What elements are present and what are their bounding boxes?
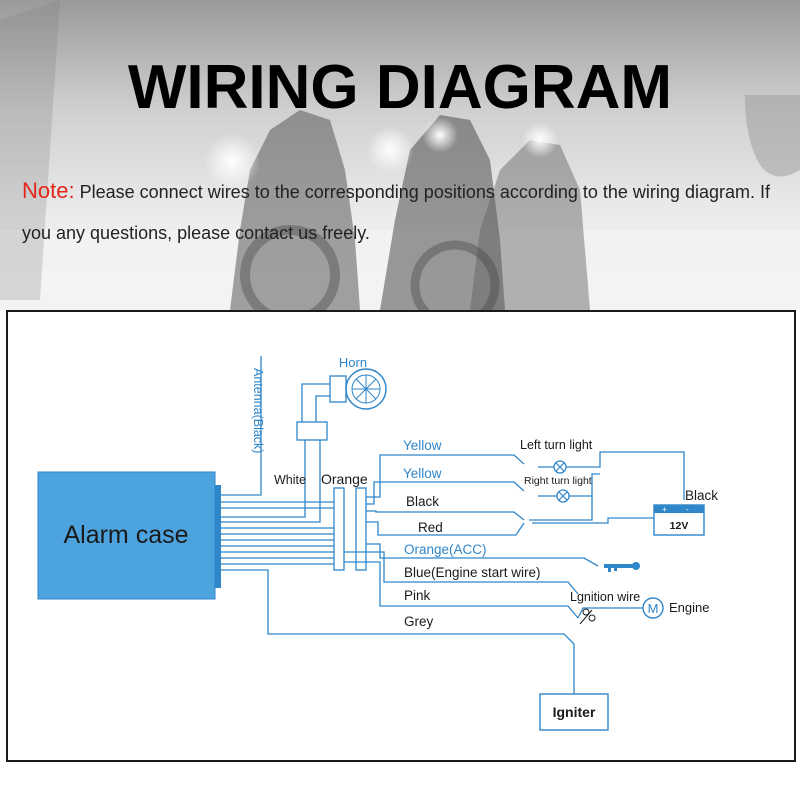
- note-label: Note:: [22, 178, 75, 203]
- svg-text:-: -: [686, 505, 689, 514]
- horn-icon: [329, 368, 387, 410]
- wiring-diagram-frame: Alarm case Antenna(Black) Horn White Ora…: [6, 310, 796, 762]
- wire-pink: [344, 561, 579, 619]
- horn-label: Horn: [339, 355, 367, 370]
- connector-block-right: [355, 487, 367, 571]
- white-wires: [221, 440, 321, 523]
- left-lamp-icon: [553, 460, 567, 474]
- battery-black-label: Black: [685, 488, 718, 503]
- note-paragraph: Note: Please connect wires to the corres…: [22, 170, 782, 254]
- wire-orange-acc: [366, 543, 599, 567]
- wire-yellow-1-label: Yellow: [403, 438, 442, 453]
- alarm-case-connector: [215, 485, 221, 588]
- orange-label: Orange: [321, 471, 368, 487]
- engine-label: Engine: [669, 600, 709, 615]
- wire-red: [366, 521, 525, 536]
- wire-yellow-1: [366, 454, 525, 498]
- wire-black: [366, 510, 525, 521]
- battery-icon: + -: [653, 504, 705, 536]
- antenna-label: Antenna(Black): [251, 368, 265, 453]
- motor-symbol: M: [648, 601, 659, 616]
- wire-black-label: Black: [406, 494, 439, 509]
- page-title: WIRING DIAGRAM: [127, 53, 673, 122]
- wire-blue-label: Blue(Engine start wire): [404, 565, 541, 580]
- harness-lines: [221, 501, 548, 635]
- wire-yellow-2-label: Yellow: [403, 466, 442, 481]
- white-label: White: [274, 473, 306, 487]
- scissors-switch-icon: [579, 608, 596, 625]
- hero-banner: WIRING DIAGRAM Note: Please connect wire…: [0, 0, 800, 310]
- right-lamp-icon: [556, 489, 570, 503]
- wire-orange-acc-label: Orange(ACC): [404, 542, 487, 557]
- ignition-wire: [577, 607, 643, 619]
- right-turn-light-label: Right turn light: [524, 475, 592, 487]
- alarm-case-box: Alarm case: [37, 471, 216, 600]
- wire-pink-label: Pink: [404, 588, 431, 603]
- wire-red-label: Red: [418, 520, 443, 535]
- wire-grey: [548, 633, 575, 645]
- igniter-box: [539, 693, 609, 731]
- lamp-wires: [538, 451, 685, 500]
- svg-text:+: +: [662, 505, 667, 514]
- horn-wires: [301, 383, 330, 422]
- battery-voltage-label: 12V: [670, 520, 689, 532]
- connector-block-left: [333, 487, 345, 571]
- antenna-wire: [221, 356, 262, 496]
- wiring-diagram: Alarm case Antenna(Black) Horn White Ora…: [37, 355, 718, 731]
- battery-feed-wires: [529, 496, 654, 524]
- wire-blue: [344, 551, 579, 595]
- horn-fuse: [296, 421, 328, 441]
- note-text: Please connect wires to the correspondin…: [22, 182, 770, 243]
- alarm-case-label: Alarm case: [63, 521, 188, 549]
- wire-grey-label: Grey: [404, 614, 434, 629]
- motor-icon: M: [642, 597, 664, 619]
- left-turn-light-label: Left turn light: [520, 438, 593, 452]
- igniter-label: Igniter: [553, 704, 596, 720]
- motorcycle-background-image: [0, 0, 800, 310]
- ignition-wire-label: Lgnition wire: [570, 590, 640, 604]
- wire-yellow-2: [366, 481, 525, 505]
- key-icon: [604, 562, 640, 572]
